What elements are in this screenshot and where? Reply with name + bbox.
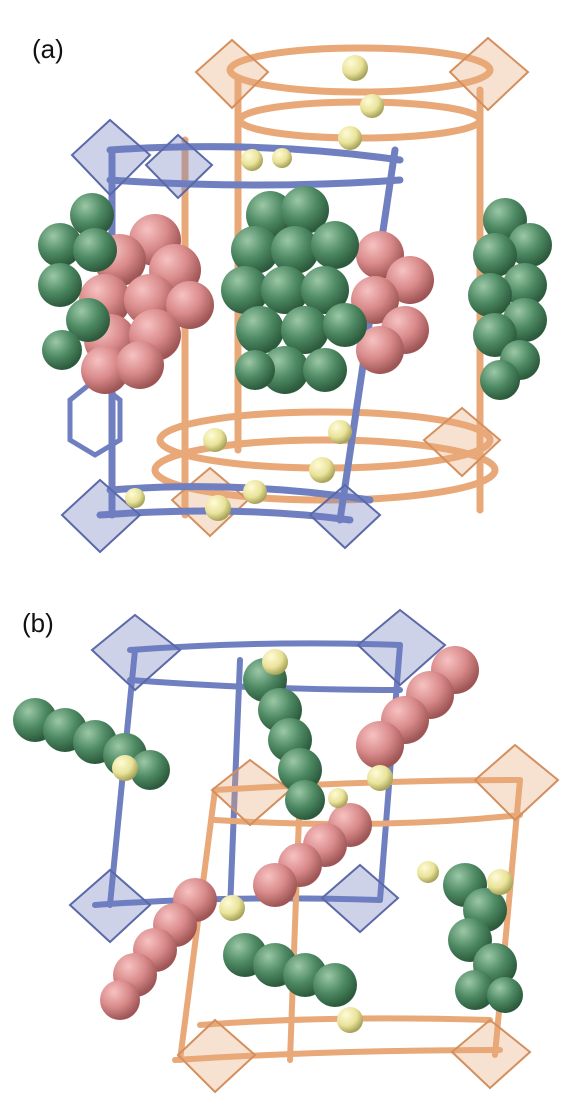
yellow-nodes-a [125,55,384,521]
structure-b [13,608,560,1094]
panel-b: (b) [0,580,563,1101]
pink-guest-b [100,646,479,1020]
blue-octahedra-a [60,118,382,554]
panel-label-a: (a) [32,34,64,64]
blue-octahedra-b [68,608,447,944]
structure-a [38,36,552,554]
orange-octahedra-b [176,743,560,1094]
panel-a: (a) [32,34,552,554]
panel-label-b: (b) [22,608,54,638]
yellow-nodes-b [112,649,513,1033]
green-guest-a [38,186,552,400]
